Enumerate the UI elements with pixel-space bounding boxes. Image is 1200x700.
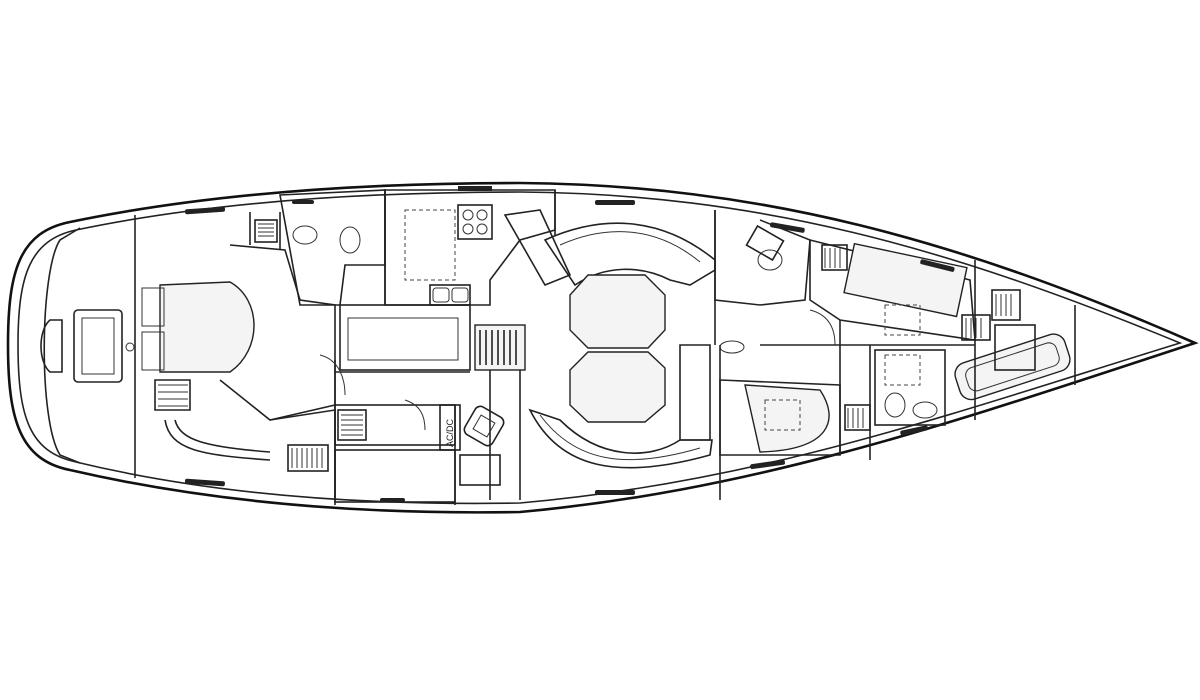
saloon-table-lower: [569, 351, 666, 423]
forward-cabin: [809, 238, 1021, 341]
aft-cabin: [141, 212, 336, 461]
saloon-table-upper: [569, 274, 666, 349]
saloon: [528, 222, 716, 469]
nav-panel-label: AC/DC: [445, 418, 455, 447]
galley: [384, 186, 572, 306]
companionway: [339, 304, 526, 500]
aft-port-cabin: [269, 409, 336, 500]
forepeak: [954, 305, 1076, 401]
bulkheads: [319, 190, 976, 505]
aft-deck: [40, 309, 135, 383]
hull-outline: [6, 181, 1199, 514]
nav-station: AC/DC: [334, 404, 505, 503]
portlights: [184, 200, 955, 502]
